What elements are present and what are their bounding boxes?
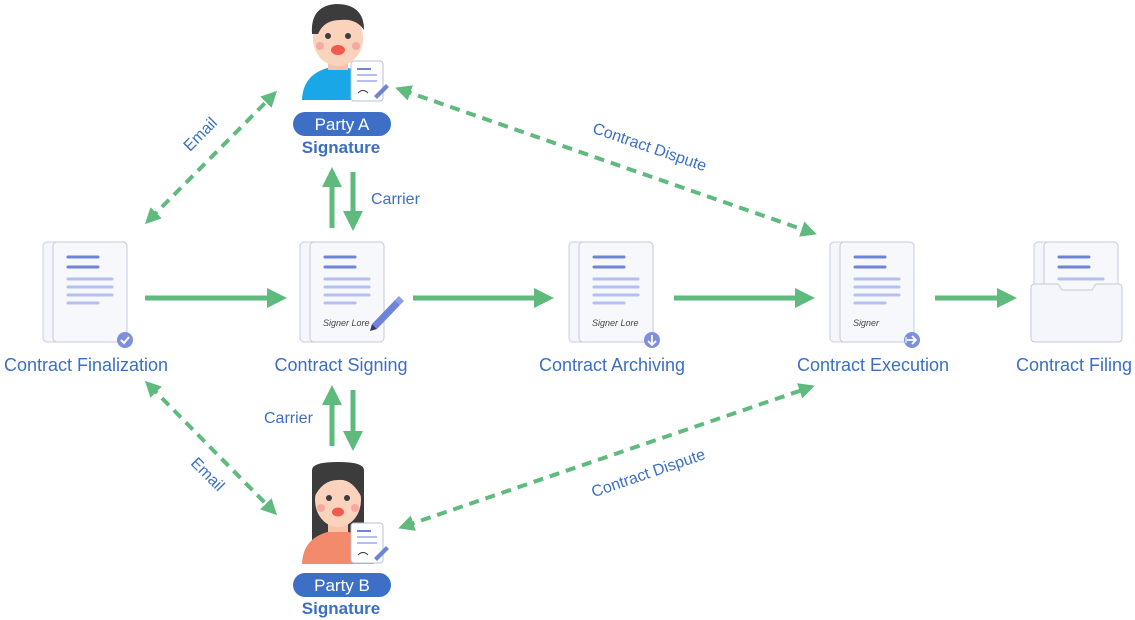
party-a-badge: Party A	[293, 112, 391, 136]
dashed-arrow-dispute-a	[395, 85, 817, 237]
node-label-filing: Contract Filing	[1016, 355, 1132, 375]
party-b-caption: Signature	[302, 599, 380, 618]
download-icon	[644, 332, 660, 348]
pen-icon	[370, 296, 404, 331]
party-a-avatar	[302, 4, 389, 102]
party-b-avatar	[302, 462, 389, 564]
dashed-arrow-email-a	[144, 90, 278, 225]
signed-paper-icon	[350, 522, 389, 564]
edge-label-dispute-a: Contract Dispute	[590, 120, 708, 175]
check-icon	[117, 332, 133, 348]
edge-label-email-a: Email	[181, 115, 221, 155]
edge-label-dispute-b: Contract Dispute	[589, 446, 707, 501]
dashed-arrow-email-b	[144, 380, 278, 516]
signing-document-icon: Signer Lore	[299, 241, 404, 343]
node-label-execution: Contract Execution	[797, 355, 949, 375]
execution-document-icon: Signer	[829, 241, 920, 348]
signed-paper-icon	[350, 60, 389, 102]
edge-label-carrier-a: Carrier	[371, 191, 421, 208]
filing-folder-icon	[1030, 241, 1123, 343]
node-label-archiving: Contract Archiving	[539, 355, 685, 375]
party-b-badge: Party B	[293, 573, 391, 597]
forward-icon	[904, 332, 920, 348]
node-label-finalization: Contract Finalization	[4, 355, 168, 375]
execution-signature-text: Signer	[853, 318, 880, 328]
party-a-caption: Signature	[302, 138, 380, 157]
dashed-arrow-dispute-b	[398, 383, 815, 531]
archiving-document-icon: Signer Lore	[568, 241, 660, 348]
signing-signature-text: Signer Lore	[323, 318, 370, 328]
party-a-badge-text: Party A	[315, 115, 370, 134]
edge-label-carrier-b: Carrier	[264, 410, 314, 427]
party-b-badge-text: Party B	[314, 576, 370, 595]
finalization-document-icon	[42, 241, 133, 348]
archiving-signature-text: Signer Lore	[592, 318, 639, 328]
node-label-signing: Contract Signing	[274, 355, 407, 375]
